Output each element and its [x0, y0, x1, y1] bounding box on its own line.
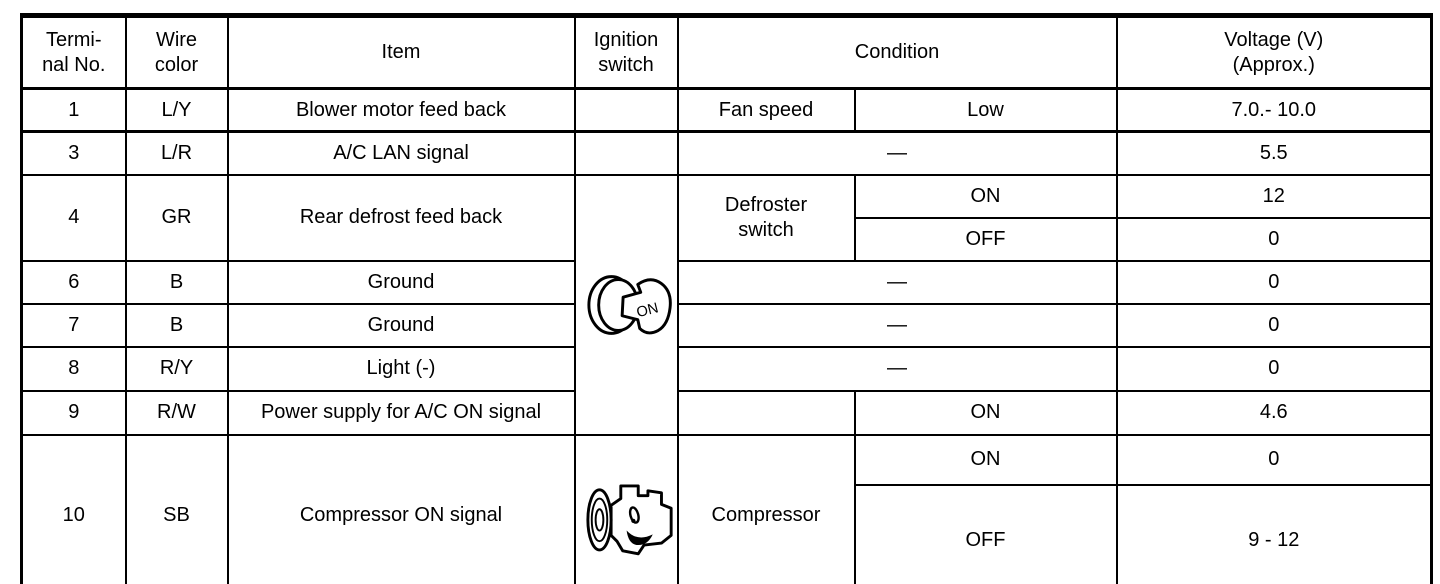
- cell-condition-state: ON: [853, 389, 1118, 436]
- cell-terminal-no: 4: [20, 173, 127, 262]
- cell-condition-dash: —: [676, 259, 1118, 305]
- table-row-terminal-9: 9 R/W Power supply for A/C ON signal ON …: [20, 389, 1433, 436]
- cell-terminal-no: 7: [20, 302, 127, 348]
- cell-wire-color: SB: [124, 433, 229, 584]
- cell-condition-dash: —: [676, 130, 1118, 176]
- cell-condition-label: Compressor: [676, 433, 856, 584]
- cell-condition-dash: —: [676, 302, 1118, 348]
- cell-condition-state: ON: [853, 433, 1118, 487]
- cell-terminal-no: 9: [20, 389, 127, 436]
- table-row-terminal-3: 3 L/R A/C LAN signal — 5.5: [20, 130, 1433, 176]
- cell-ignition-switch-on: ON: [573, 173, 679, 436]
- header-terminal-no: Termi- nal No.: [20, 14, 127, 90]
- ignition-key-on-icon: ON: [586, 274, 672, 335]
- cell-condition-state: OFF: [853, 484, 1118, 584]
- cell-voltage: 0: [1115, 259, 1433, 305]
- cell-wire-color: R/Y: [124, 345, 229, 392]
- cell-condition-label: Fan speed: [676, 87, 856, 133]
- cell-item: A/C LAN signal: [226, 130, 576, 176]
- engine-running-icon: [585, 484, 673, 555]
- cell-voltage: 4.6: [1115, 389, 1433, 436]
- cell-wire-color: L/Y: [124, 87, 229, 133]
- cell-condition-state: Low: [853, 87, 1118, 133]
- cell-voltage: 0: [1115, 345, 1433, 392]
- cell-wire-color: GR: [124, 173, 229, 262]
- cell-wire-color: R/W: [124, 389, 229, 436]
- table-row-terminal-6: 6 B Ground — 0: [20, 259, 1433, 305]
- table-row-terminal-10-off: OFF 9 - 12: [22, 484, 1433, 584]
- header-condition: Condition: [676, 14, 1118, 90]
- cell-terminal-no: 3: [20, 130, 127, 176]
- header-item: Item: [226, 14, 576, 90]
- cell-voltage: 9 - 12: [1115, 484, 1433, 584]
- cell-condition-state: OFF: [853, 216, 1118, 262]
- table-row-terminal-4-off: OFF 0: [22, 216, 1433, 262]
- cell-condition-label: Defroster switch: [676, 173, 856, 262]
- table-header-row: Termi- nal No. Wire color Item Ignition …: [20, 14, 1433, 90]
- cell-voltage: 0: [1115, 216, 1433, 262]
- cell-condition-dash: —: [676, 345, 1118, 392]
- cell-voltage: 12: [1115, 173, 1433, 219]
- header-ignition-switch: Ignition switch: [573, 14, 679, 90]
- cell-terminal-no: 6: [20, 259, 127, 305]
- cell-item: Rear defrost feed back: [226, 173, 576, 262]
- ignition-on-label: ON: [634, 300, 659, 321]
- header-wire-color: Wire color: [124, 14, 229, 90]
- cell-condition-label-empty: [676, 389, 856, 436]
- cell-wire-color: B: [124, 302, 229, 348]
- header-voltage: Voltage (V) (Approx.): [1115, 14, 1433, 90]
- table-row-terminal-10-on: 10 SB Compressor ON signal Compressor: [20, 433, 1433, 584]
- cell-wire-color: L/R: [124, 130, 229, 176]
- table-row-terminal-7: 7 B Ground — 0: [20, 302, 1433, 348]
- cell-terminal-no: 10: [20, 433, 127, 584]
- cell-voltage: 5.5: [1115, 130, 1433, 176]
- cell-item: Light (-): [226, 345, 576, 392]
- cell-voltage: 0: [1115, 433, 1433, 487]
- terminal-voltage-table: Termi- nal No. Wire color Item Ignition …: [20, 13, 1434, 584]
- cell-condition-state: ON: [853, 173, 1118, 219]
- cell-ignition-engine-running: [573, 433, 679, 584]
- cell-terminal-no: 1: [20, 87, 127, 133]
- table-row-terminal-8: 8 R/Y Light (-) — 0: [20, 345, 1433, 392]
- cell-item: Compressor ON signal: [226, 433, 576, 584]
- cell-terminal-no: 8: [20, 345, 127, 392]
- table-row-terminal-4-on: 4 GR Rear defrost feed back ON Defroster…: [20, 173, 1433, 436]
- cell-ignition-empty: [573, 87, 679, 133]
- cell-item: Blower motor feed back: [226, 87, 576, 133]
- cell-item: Power supply for A/C ON signal: [226, 389, 576, 436]
- cell-voltage: 0: [1115, 302, 1433, 348]
- cell-item: Ground: [226, 302, 576, 348]
- cell-item: Ground: [226, 259, 576, 305]
- cell-wire-color: B: [124, 259, 229, 305]
- cell-voltage: 7.0.- 10.0: [1115, 87, 1433, 133]
- table-row-terminal-1: 1 L/Y Blower motor feed back Fan speed L…: [20, 87, 1433, 133]
- cell-ignition-empty: [573, 130, 679, 176]
